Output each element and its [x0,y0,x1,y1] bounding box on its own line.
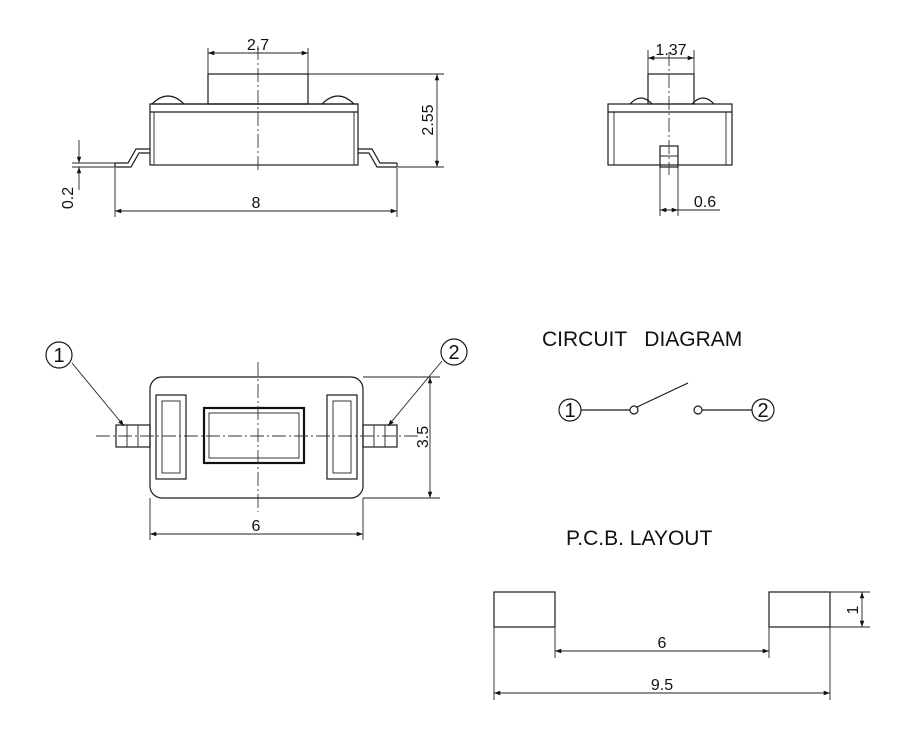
dim-pad-height: 1 [845,605,862,614]
circuit-diagram: CIRCUIT DIAGRAM 1 2 [542,328,775,422]
circuit-contact-right [693,405,703,415]
dim-overall-length: 8 [252,195,261,212]
pin2-callout [440,338,468,366]
circuit-pin2-label: 2 [757,400,768,422]
pcb-layout-title: P.C.B. LAYOUT [566,527,712,550]
top-actuator [202,406,306,465]
pin1-callout [45,341,73,369]
circuit-pin2-circle [751,398,775,422]
top-right-slot [326,394,358,480]
dim-pad-spacing: 6 [658,635,667,652]
front-left-bump [151,95,185,105]
front-left-lead [115,148,150,164]
dim-pin-width: 0.6 [694,194,716,211]
dim-body-depth: 3.5 [415,426,432,448]
pin1-number: 1 [53,345,64,367]
dim-top-width: 2.7 [247,37,269,54]
circuit-diagram-title: CIRCUIT DIAGRAM [542,328,742,351]
front-view: 2.7 2.55 0.2 8 [60,37,444,217]
top-view: 1 2 3.5 6 [45,338,468,540]
side-view: 1.37 0.6 [607,42,733,216]
dim-pad-span: 9.5 [651,677,673,694]
front-body [149,103,359,166]
dim-body-width: 6 [252,518,261,535]
pin2-number: 2 [448,342,459,364]
dim-lead-thickness: 0.2 [60,187,77,209]
front-right-lead [358,148,397,164]
side-body [607,103,733,166]
top-left-slot [155,394,187,480]
pcb-pad-left [493,591,556,628]
dim-side-width: 1.37 [655,42,686,59]
dim-height: 2.55 [420,104,437,135]
circuit-pin1-label: 1 [564,400,575,422]
pcb-layout: P.C.B. LAYOUT 1 6 9.5 [493,527,870,700]
circuit-switch-lever [636,382,689,408]
pcb-pad-right [768,591,831,628]
front-right-bump [321,95,355,105]
side-actuator [647,73,695,105]
circuit-contact-left [629,405,639,415]
